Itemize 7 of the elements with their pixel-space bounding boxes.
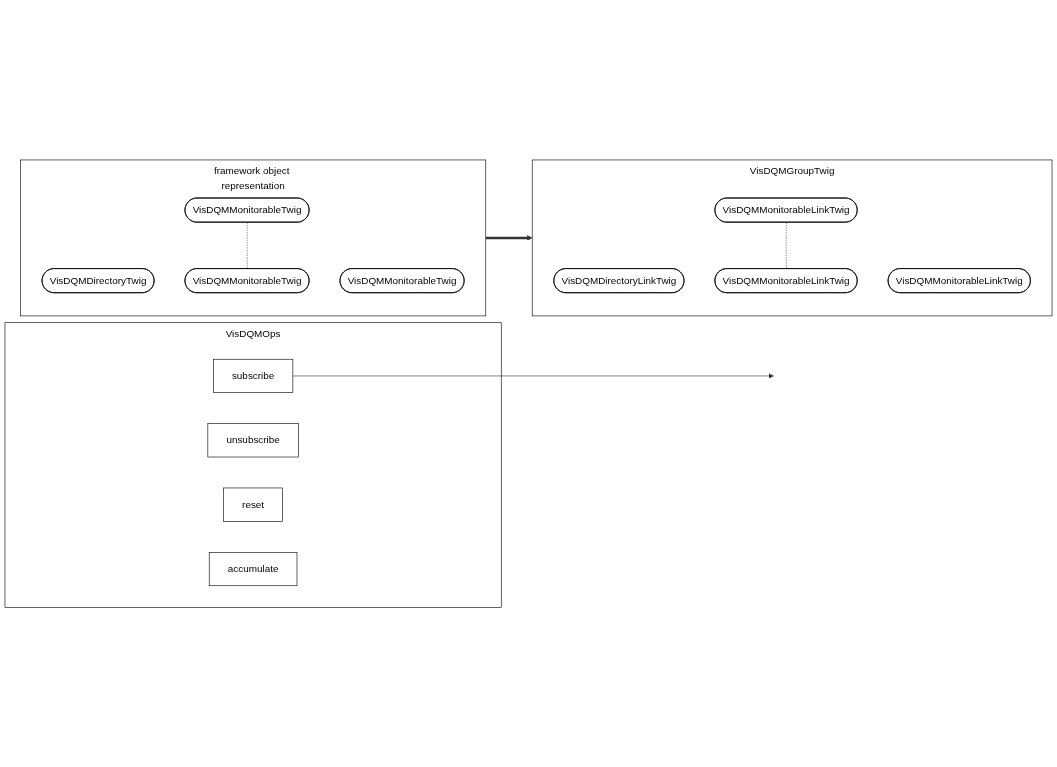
node-box: reset bbox=[223, 487, 283, 522]
connector bbox=[246, 221, 248, 269]
arrow bbox=[485, 235, 533, 241]
connector bbox=[785, 221, 787, 269]
node-box: accumulate bbox=[208, 551, 298, 586]
node-box: subscribe bbox=[213, 358, 294, 393]
node-box: unsubscribe bbox=[207, 423, 299, 458]
